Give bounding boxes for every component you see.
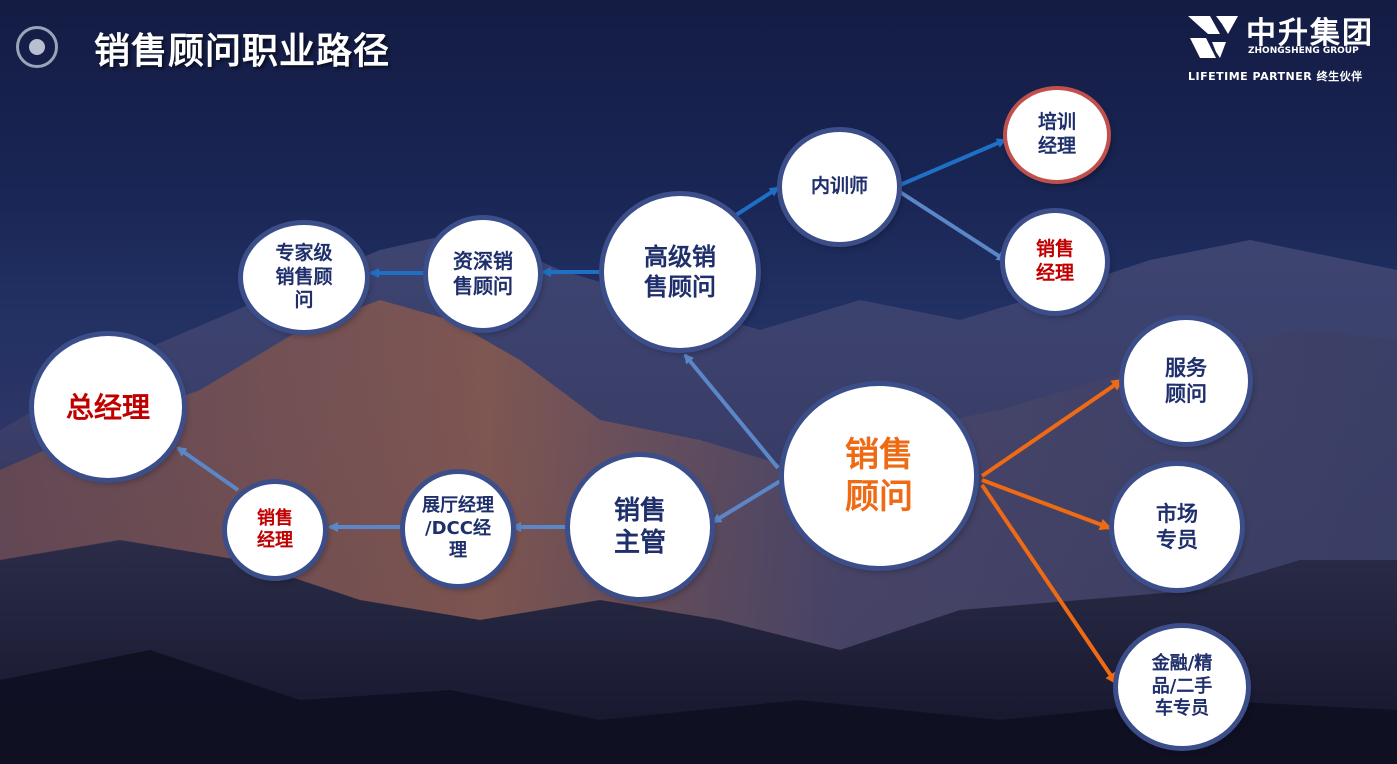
arrow-consultant-to-marketing [981, 478, 1112, 531]
node-sales-manager-top: 销售 经理 [1005, 213, 1105, 311]
node-label: 金融/精 品/二手 车专员 [1151, 653, 1213, 720]
page-title: 销售顾问职业路径 [94, 31, 391, 72]
node-marketing-specialist: 市场 专员 [1114, 466, 1240, 588]
arrow-trainer-to-sales-manager [898, 190, 1007, 262]
node-showroom-dcc-manager: 展厅经理 /DCC经 理 [405, 474, 511, 584]
node-label: 服务 顾问 [1165, 355, 1207, 406]
node-label: 展厅经理 /DCC经 理 [422, 495, 494, 562]
arrow-sales-manager-to-gm [176, 446, 240, 492]
node-sales-supervisor: 销售 主管 [570, 457, 710, 597]
logo-english-name: ZHONGSHENG GROUP [1248, 46, 1359, 56]
bullet-icon [16, 26, 58, 68]
node-internal-trainer: 内训师 [782, 132, 897, 242]
arrow-consultant-to-supervisor [711, 478, 784, 524]
node-label: 培训 经理 [1037, 111, 1076, 157]
node-label: 资深销 售顾问 [453, 249, 513, 298]
node-sales-manager-bottom: 销售 经理 [227, 484, 323, 576]
node-label: 销售 主管 [613, 495, 666, 559]
node-training-manager: 培训 经理 [1007, 90, 1107, 180]
node-sales-consultant: 销售 顾问 [784, 386, 974, 566]
node-general-manager: 总经理 [34, 336, 182, 478]
node-label: 高级销 售顾问 [644, 243, 716, 301]
arrow-trainer-to-training-manager [899, 138, 1007, 187]
node-finance-specialist: 金融/精 品/二手 车专员 [1118, 628, 1246, 746]
node-label: 专家级 销售顾 问 [275, 241, 333, 312]
arrow-consultant-to-senior [683, 353, 780, 470]
node-label: 销售 顾问 [845, 434, 913, 518]
node-expert-sales-consultant: 专家级 销售顾 问 [243, 225, 365, 330]
node-label: 总经理 [65, 390, 150, 424]
logo-chinese-name: 中升集团 [1246, 16, 1374, 51]
arrow-consultant-to-finance [980, 483, 1118, 685]
logo-tagline: LIFETIME PARTNER 终生伙伴 [1188, 70, 1363, 83]
arrow-consultant-to-service [980, 378, 1124, 478]
node-veteran-sales-consultant: 资深销 售顾问 [428, 220, 538, 328]
node-label: 市场 专员 [1156, 501, 1198, 552]
zhongsheng-logo-icon [1188, 16, 1238, 58]
node-label: 内训师 [810, 175, 868, 198]
arrow-senior-to-trainer [734, 186, 780, 217]
node-label: 销售 经理 [257, 507, 293, 552]
node-senior-sales-consultant: 高级销 售顾问 [604, 196, 756, 348]
node-service-consultant: 服务 顾问 [1124, 320, 1248, 442]
company-logo: 中升集团 ZHONGSHENG GROUP LIFETIME PARTNER 终… [1186, 10, 1386, 86]
node-label: 销售 经理 [1035, 238, 1074, 284]
